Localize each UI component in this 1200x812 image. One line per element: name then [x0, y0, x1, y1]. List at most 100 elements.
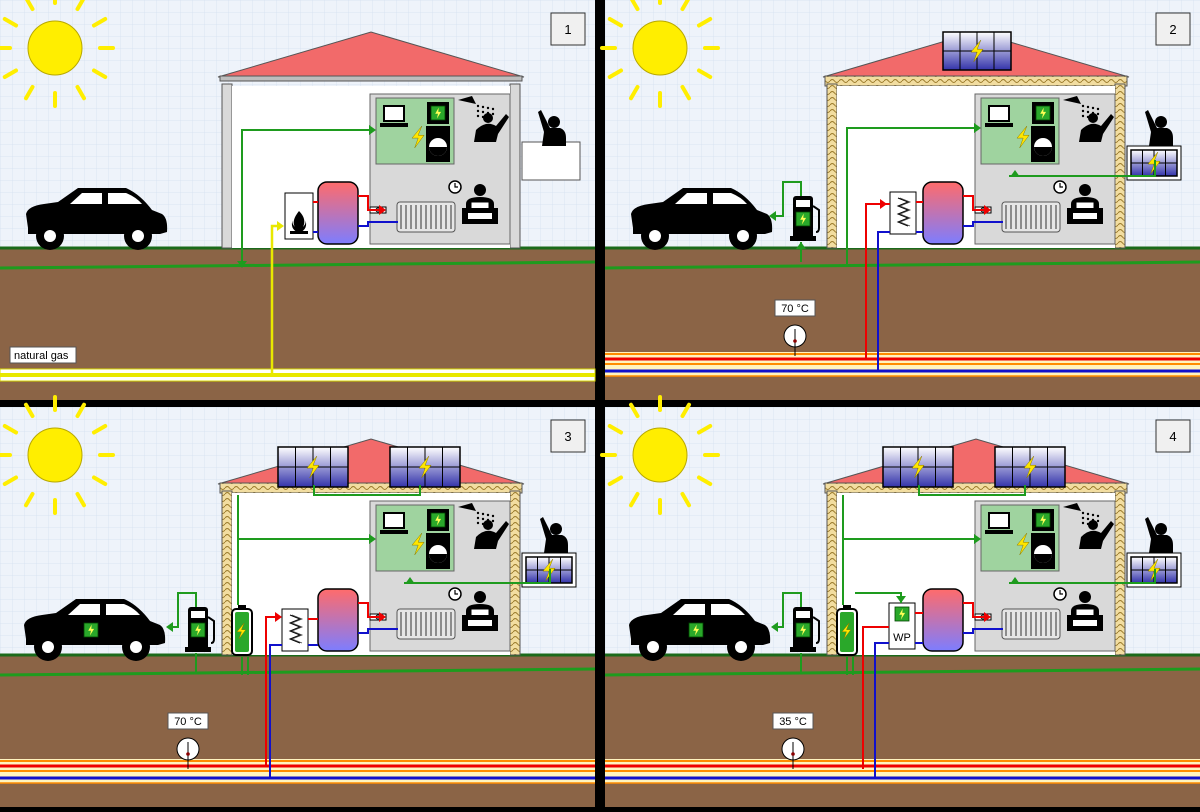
sun-ray: [24, 84, 35, 101]
gauge-bulb: [186, 752, 190, 756]
computer-icon: [380, 105, 408, 127]
arrow-head: [1010, 577, 1020, 584]
power-cable: [604, 667, 1200, 677]
sun-disc: [27, 427, 83, 483]
sun-ray: [24, 0, 35, 12]
person-reading-icon: [1067, 184, 1103, 224]
gauge-bulb: [793, 339, 797, 343]
shower-drop: [481, 512, 485, 516]
shower-drop: [476, 521, 480, 525]
person-head: [474, 591, 486, 603]
arrow-head: [275, 612, 282, 622]
sun-ray: [696, 475, 713, 486]
charging-station-icon: [185, 607, 215, 652]
sun-ray: [607, 68, 624, 79]
person-body: [474, 521, 509, 549]
shower-drop: [491, 519, 495, 523]
car-hub: [42, 641, 54, 653]
person-reading-icon: [1067, 591, 1103, 631]
panel-number: 1: [564, 22, 571, 37]
arrow-head: [166, 622, 173, 632]
chair-cushion: [1073, 213, 1097, 219]
car-window: [108, 193, 142, 204]
power-cable: [0, 667, 596, 677]
solar-feed-line: [1009, 569, 1156, 584]
sun-ray: [2, 424, 19, 435]
heat-exchanger-icon: [889, 191, 917, 235]
car-icon: [24, 599, 166, 661]
sun-disc: [632, 427, 688, 483]
boiler-grate: [290, 231, 308, 234]
temperature-label-box: [774, 299, 816, 317]
person-head: [1088, 113, 1098, 123]
arrow-head: [974, 123, 981, 133]
lightning-icon: [88, 624, 95, 636]
lightning-icon: [435, 107, 442, 119]
person-waving-icon: [540, 517, 568, 553]
person-body: [1145, 110, 1173, 146]
sun-ray: [680, 84, 691, 101]
person-head: [1079, 184, 1091, 196]
car-window: [673, 604, 705, 615]
station-feed-line: [800, 653, 837, 674]
station-cable: [207, 616, 215, 644]
sun-ray: [2, 475, 19, 486]
temperature-gauge: 35 °C: [772, 712, 814, 769]
shower-drop: [486, 106, 490, 110]
shower-head: [458, 96, 476, 104]
car-charge-line: [773, 181, 802, 217]
computer-icon: [380, 512, 408, 534]
lightning-icon: [800, 213, 807, 225]
keyboard: [985, 530, 1013, 534]
shower-head: [458, 503, 476, 511]
car-window: [675, 193, 707, 204]
station-base: [790, 236, 816, 241]
arrow-head: [379, 205, 386, 215]
station-display: [796, 611, 810, 618]
panel-number-box: [1155, 419, 1191, 453]
panel-number: 2: [1169, 22, 1176, 37]
sun-ray: [607, 424, 624, 435]
hot-water-tank: [922, 588, 964, 652]
arrow-head: [984, 612, 991, 622]
sun-icon: [600, 395, 720, 515]
person-head: [483, 113, 493, 123]
shower-drop: [1091, 513, 1095, 517]
district-return-line: [877, 231, 890, 371]
panel-number-box: [550, 12, 586, 46]
lightning-icon: [1040, 514, 1047, 526]
lightning-icon: [236, 622, 247, 640]
monitor: [383, 512, 405, 529]
arrow-head: [1010, 170, 1020, 177]
left-wall: [826, 83, 838, 249]
person-body: [1079, 521, 1114, 549]
station-display: [796, 200, 810, 207]
clock-icon: [448, 180, 462, 194]
ground-return-line: [874, 642, 889, 779]
cold-water-line: [358, 628, 398, 634]
keyboard: [380, 123, 408, 127]
flame-icon: [291, 211, 307, 233]
person-head: [1155, 116, 1167, 128]
shower-drop: [486, 513, 490, 517]
temperature-label-box: [772, 712, 814, 730]
appliances-icon: [1031, 509, 1055, 569]
book: [1075, 201, 1095, 210]
sun-ray: [2, 68, 19, 79]
panel-number: 4: [1169, 429, 1176, 444]
sun-ray: [629, 491, 640, 508]
appliances-icon: [1031, 102, 1055, 162]
car-icon: [631, 188, 773, 250]
shower-drop: [1091, 106, 1095, 110]
sun-ray: [91, 424, 108, 435]
car-hub: [44, 230, 56, 242]
chair-cushion: [1073, 620, 1097, 626]
shower-head: [1063, 96, 1081, 104]
sun-ray: [91, 475, 108, 486]
book: [470, 201, 490, 210]
sun-ray: [696, 17, 713, 28]
station-base: [790, 647, 816, 652]
hot-water-line: [963, 195, 987, 211]
battery-terminal: [843, 605, 851, 610]
